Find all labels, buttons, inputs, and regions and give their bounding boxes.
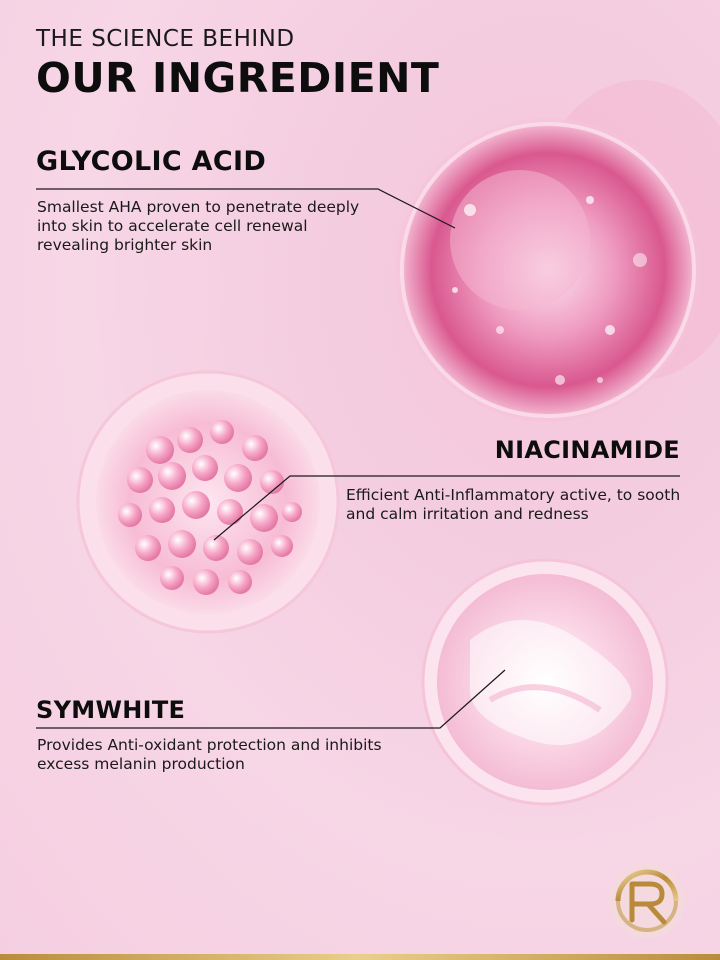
niacinamide-description: Efficient Anti-Inflammatory active, to s…: [346, 486, 681, 523]
page-title: OUR INGREDIENT: [36, 54, 440, 102]
symwhite-description: Provides Anti-oxidant protection and inh…: [37, 736, 382, 773]
bottom-accent-bar: [0, 954, 720, 960]
section-kicker: THE SCIENCE BEHIND: [36, 26, 295, 52]
glycolic-acid-title: GLYCOLIC ACID: [36, 146, 267, 177]
symwhite-title: SYMWHITE: [36, 696, 186, 724]
glycolic-acid-description: Smallest AHA proven to penetrate deeply …: [37, 198, 360, 254]
leader-lines: [36, 188, 680, 729]
glycolic-acid-dish: [396, 118, 700, 422]
niacinamide-title: NIACINAMIDE: [494, 436, 680, 464]
niacinamide-dish: [76, 370, 340, 634]
brand-monogram-icon: [609, 863, 685, 939]
symwhite-dish: [421, 558, 669, 806]
